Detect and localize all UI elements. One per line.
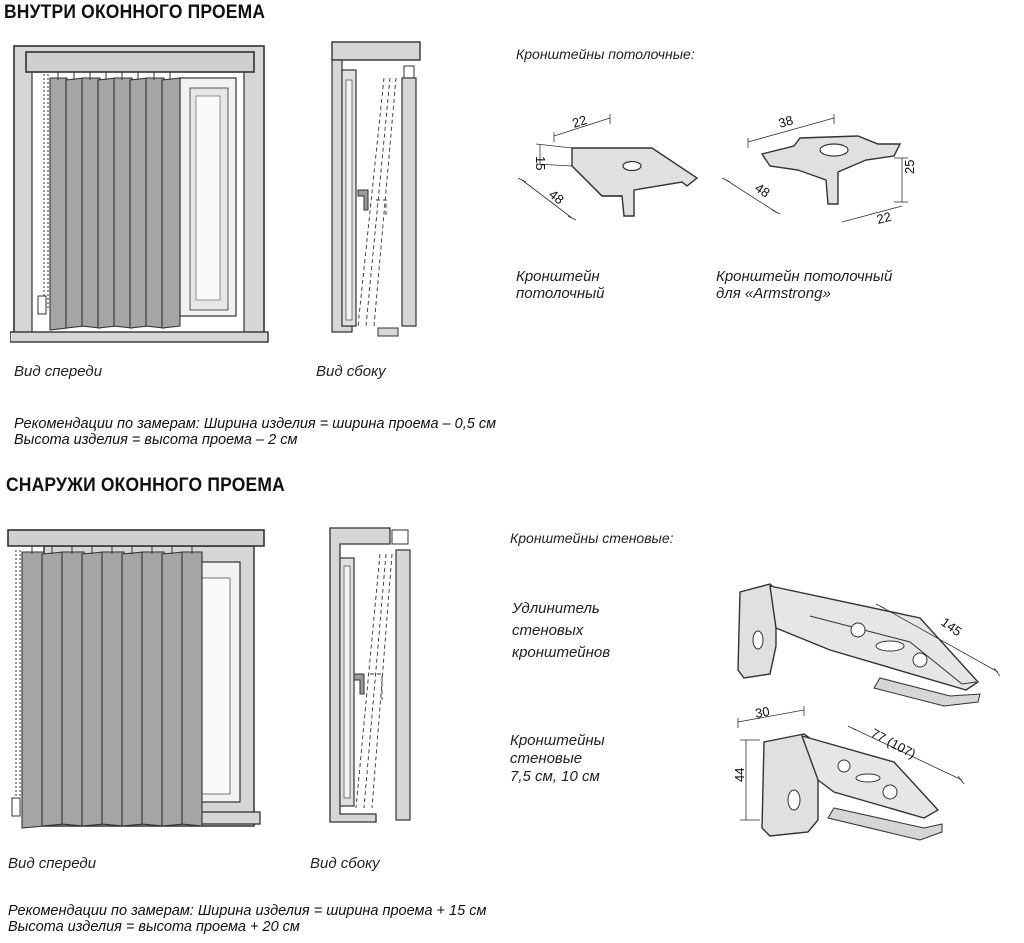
outside-front-caption: Вид спереди	[8, 855, 97, 872]
dim-48b: 48	[752, 180, 772, 201]
wall-brackets-heading: Кронштейны стеновые:	[510, 530, 674, 546]
ceiling-bracket-label: Кронштейн потолочный	[516, 268, 604, 302]
dim-77-107: 77 (107)	[869, 725, 919, 761]
dim-15: 15	[533, 156, 548, 170]
dim-22: 22	[570, 112, 588, 131]
extender-label-line3: кронштейнов	[512, 644, 611, 661]
inside-recommendations: Рекомендации по замерам: Ширина изделия …	[14, 416, 496, 448]
wall-bracket-drawing: 44 30 77 (107)	[732, 704, 965, 841]
wall-bracket-label-line1: Кронштейны	[510, 732, 605, 749]
extender-label-line2: стеновых	[512, 622, 584, 639]
section-outside-title: СНАРУЖИ ОКОННОГО ПРОЕМА	[6, 475, 285, 496]
ceiling-brackets-heading: Кронштейны потолочные:	[516, 46, 695, 62]
dim-30: 30	[754, 704, 771, 721]
armstrong-bracket-label: Кронштейн потолочный для «Armstrong»	[716, 268, 892, 302]
outside-recommendations: Рекомендации по замерам: Ширина изделия …	[8, 903, 486, 935]
extender-label-line1: Удлинитель	[512, 600, 600, 617]
dim-22b: 22	[875, 209, 893, 227]
outside-recommendation-line2: Высота изделия = высота проема + 20 см	[8, 919, 300, 935]
inside-front-view	[10, 45, 269, 343]
dim-145: 145	[938, 614, 964, 639]
wall-bracket-label-line2: стеновые	[510, 750, 583, 767]
section-inside-title: ВНУТРИ ОКОННОГО ПРОЕМА	[4, 2, 266, 23]
dim-25: 25	[902, 160, 917, 174]
outside-recommendation-line1: Рекомендации по замерам: Ширина изделия …	[8, 903, 487, 919]
armstrong-bracket-label-line1: Кронштейн потолочный	[716, 268, 893, 285]
dim-38: 38	[777, 112, 795, 130]
ceiling-bracket-label-line2: потолочный	[516, 285, 605, 302]
inside-recommendation-line2: Высота изделия = высота проема – 2 см	[14, 432, 298, 448]
inside-side-caption: Вид сбоку	[316, 363, 386, 380]
inside-recommendation-line1: Рекомендации по замерам: Ширина изделия …	[14, 416, 497, 432]
armstrong-bracket-label-line2: для «Armstrong»	[716, 285, 831, 302]
dim-44: 44	[732, 768, 747, 782]
ceiling-bracket-drawing: 22 15 48	[517, 112, 699, 221]
inside-front-caption: Вид спереди	[14, 363, 103, 380]
wall-bracket-label-line3: 7,5 см, 10 см	[510, 768, 600, 785]
armstrong-bracket-drawing: 38 25 48 22	[721, 112, 917, 227]
wall-bracket-label: Кронштейны стеновые 7,5 см, 10 см	[510, 732, 605, 786]
ceiling-bracket-label-line1: Кронштейн	[516, 268, 600, 285]
outside-side-caption: Вид сбоку	[310, 855, 380, 872]
outside-side-view	[329, 527, 411, 823]
outside-front-view	[7, 529, 265, 829]
extender-drawing: 145	[737, 583, 1000, 707]
inside-side-view	[331, 41, 421, 337]
extender-label: Удлинитель стеновых кронштейнов	[512, 598, 610, 664]
dim-48: 48	[546, 187, 567, 208]
